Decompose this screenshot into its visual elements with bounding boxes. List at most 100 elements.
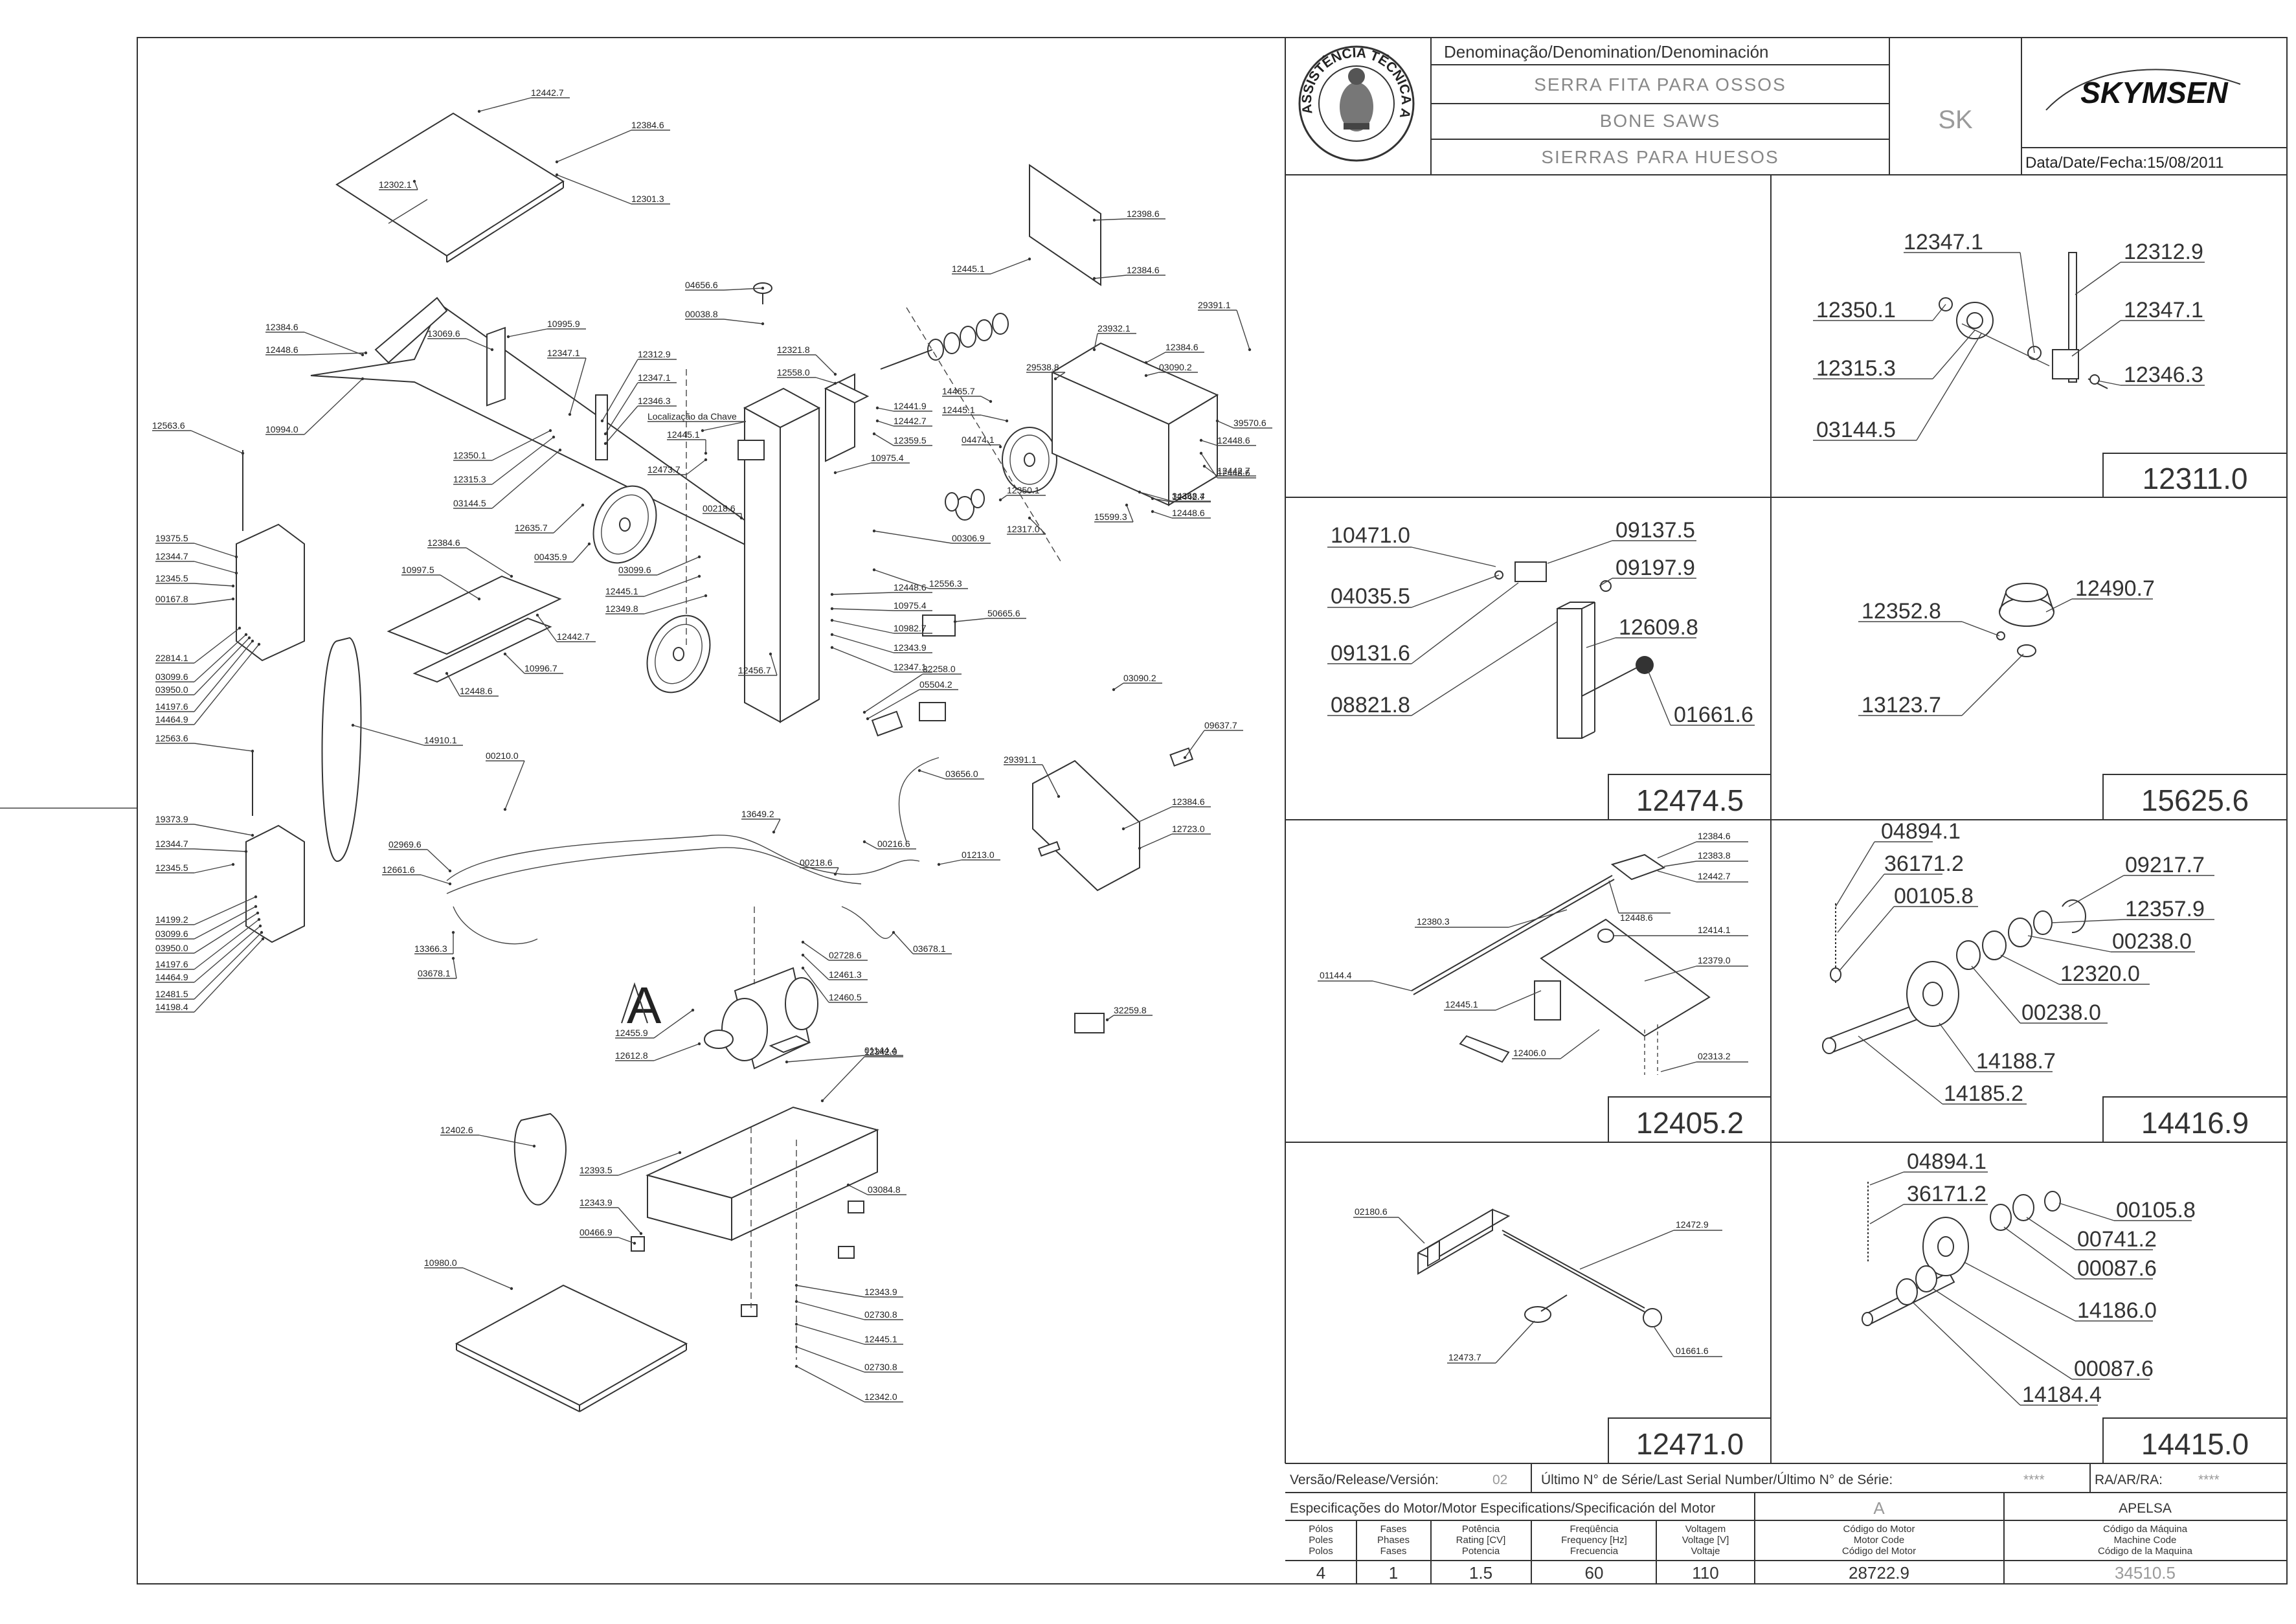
svg-text:14188.7: 14188.7 [1976,1049,2056,1074]
part-number-label: 10980.0 [424,1257,457,1268]
callout-leader [491,430,551,461]
callout-leader [537,615,557,642]
part-number-label: 09637.7 [1204,720,1237,730]
part-number-label: 03950.0 [155,943,188,953]
motor-supplier: APELSA [2119,1501,2172,1516]
callout-dot [477,109,481,113]
callout-leader [304,378,363,435]
part-number-label: 14199.2 [155,914,188,925]
part-column [780,407,820,723]
part-number-label: 02728.6 [829,950,862,960]
svg-text:00105.8: 00105.8 [1894,884,1974,908]
callout-dot [739,516,743,520]
callout-dot [801,940,805,944]
detail-code-14415: 14415.0 [2102,1417,2288,1464]
callout-leader [773,818,781,833]
part-number-label: 02730.8 [864,1309,897,1320]
callout-dot [833,872,837,876]
svg-text:04894.1: 04894.1 [1881,819,1961,844]
callout-leader [877,407,894,412]
part-number-label: 12347.1 [638,372,671,383]
part-number-label: 12398.6 [1127,209,1160,219]
part-number-label: 12343.9 [580,1197,613,1208]
svg-text:14186.0: 14186.0 [2077,1298,2157,1323]
callout-leader [508,328,548,337]
callout-leader [802,954,829,980]
svg-text:00741.2: 00741.2 [2077,1227,2157,1252]
callout-dot [1005,419,1009,423]
part-number-label: 04474.1 [962,434,995,445]
callout-leader [919,770,946,780]
callout-leader [446,673,460,697]
detail-12474-callouts: 10471.0 09137.5 09197.9 04035.5 12609.8 … [1327,518,1755,727]
part-number-label: 12448.6 [460,686,493,696]
part-number-label: 12442.7 [531,87,564,98]
svg-text:SKYMSEN: SKYMSEN [2080,76,2228,109]
callout-leader [194,583,234,587]
svg-text:01661.6: 01661.6 [1676,1346,1709,1356]
callout-leader [831,647,894,673]
callout-leader [420,874,451,885]
callout-leader [491,436,554,485]
part-number-label: 12445.1 [942,405,975,415]
part-number-label: 12612.8 [615,1050,648,1061]
motor-spec-label: Especificações do Motor/Motor Especifica… [1290,1501,1715,1516]
callout-leader [1200,440,1218,446]
part-number-label: 12350.1 [453,450,486,460]
callout-leader [1184,730,1205,758]
callout-dot [1053,377,1057,381]
svg-text:12384.6: 12384.6 [1698,831,1731,841]
part-number-label: 50665.6 [987,608,1020,618]
part-number-label: 10994.0 [265,424,298,434]
callout-dot [704,451,708,455]
svg-text:Fases: Fases [1380,1546,1407,1557]
callout-dot [862,840,866,844]
svg-text:Motor Code: Motor Code [1854,1535,1904,1546]
part-number-label: 12346.3 [638,396,671,406]
callout-dot [251,749,254,753]
callout-leader [1126,504,1134,523]
callout-dot [503,807,507,811]
svg-text:14415.0: 14415.0 [2141,1427,2249,1461]
logo-text: ASSISTÊNCIA TÉCNICA AUTORIZADA [0,0,1413,120]
part-number-label: 12344.7 [155,551,188,561]
callout-dot [830,646,834,649]
callout-dot [1028,257,1031,261]
part-number-label: 03084.8 [868,1184,901,1195]
callout-leader [1029,517,1046,535]
part-number-label: 03678.1 [913,943,946,954]
part-number-label: 12460.5 [829,992,862,1002]
callout-leader [831,620,894,634]
part-number-label: 12558.0 [777,367,810,378]
callout-dot [875,406,879,410]
callout-dot [892,930,895,934]
part-number-label: 12481.5 [155,989,188,999]
part-number-label: 12448.6 [1217,435,1250,445]
callout-dot [503,652,507,656]
callout-dot [587,542,591,546]
callout-leader [194,932,262,1000]
callout-dot [1202,464,1206,468]
callout-dot [261,937,265,941]
ra-value: **** [2198,1472,2220,1487]
svg-text:12406.0: 12406.0 [1513,1048,1546,1058]
callout-leader [618,1207,642,1234]
callout-dot [769,652,772,656]
callout-dot [258,924,262,928]
callout-leader [556,130,632,163]
callout-dot [1138,490,1142,494]
footer-table: Versão/Release/Versión: 02 Último N° de … [1285,1463,2287,1584]
callout-leader [453,958,457,979]
svg-text:60: 60 [1585,1563,1604,1583]
col-frequency: Freqüência Frequency [Hz] Frecuencia 60 [1561,1524,1627,1583]
part-number-label: 12448.6 [1172,508,1205,518]
detail-12405-drawing [1411,853,1711,1075]
svg-text:36171.2: 36171.2 [1884,851,1964,876]
callout-leader [835,462,872,473]
callout-dot [801,966,805,970]
callout-leader [1094,333,1098,350]
part-fence [387,575,562,655]
svg-text:15625.6: 15625.6 [2141,784,2249,817]
part-number-label: 12350.1 [1007,485,1040,495]
part-number-label: 12349.8 [605,603,638,614]
